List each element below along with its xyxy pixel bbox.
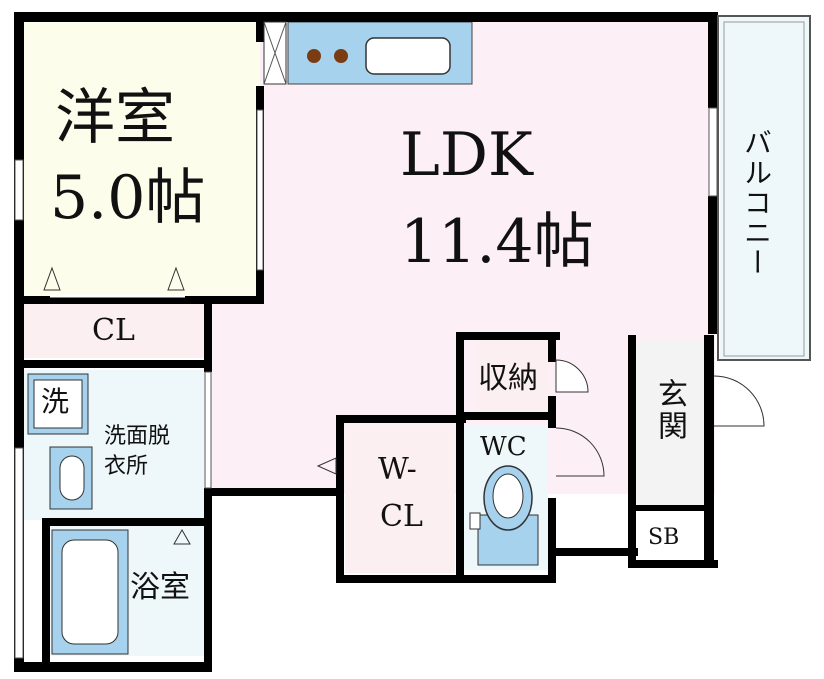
shoebox-label: SB (648, 525, 680, 550)
ldk-size: 11.4帖 (400, 207, 594, 277)
bathtub-inner (61, 539, 119, 645)
storage-floor (476, 340, 548, 412)
balcony-rail (717, 15, 811, 361)
toilet-paper (469, 512, 481, 530)
washroom-label-line2: 衣所 (104, 454, 149, 479)
balcony-floor (720, 16, 810, 360)
bathroom-label: 浴室 (130, 570, 190, 605)
entrance-floor (636, 340, 706, 505)
balcony-rail-inner (723, 21, 805, 357)
ldk-name: LDK (400, 120, 533, 190)
closet-label: CL (92, 313, 135, 348)
walkin-closet-label-line1: W- (378, 452, 417, 487)
closet-floor (20, 303, 206, 358)
entrance-label: 玄関 (652, 378, 687, 442)
toilet-label: WC (480, 432, 527, 462)
sink-icon (365, 37, 451, 75)
washer-label: 洗 (41, 385, 70, 418)
western-room-name: 洋室 (55, 83, 175, 153)
western-room-floor (20, 20, 260, 296)
storage-label: 収納 (478, 361, 538, 396)
windows (14, 107, 718, 659)
pantry-hatch-cross-b (263, 21, 287, 85)
stove-burner-icon (334, 49, 348, 63)
walkin-closet-floor (345, 425, 455, 573)
toilet-seat (492, 473, 524, 519)
door-swings (43, 266, 765, 545)
walkin-closet-label-line2: CL (380, 499, 423, 534)
washroom-label-line1: 洗面脱 (104, 424, 171, 449)
wash-basin-bowl (59, 455, 85, 501)
washer-pan-inner (33, 379, 83, 429)
western-room-size: 5.0帖 (50, 163, 206, 233)
shoebox-floor (636, 512, 706, 560)
balcony-label: バルコニー (740, 128, 773, 278)
stove-burner-icon (307, 49, 321, 63)
